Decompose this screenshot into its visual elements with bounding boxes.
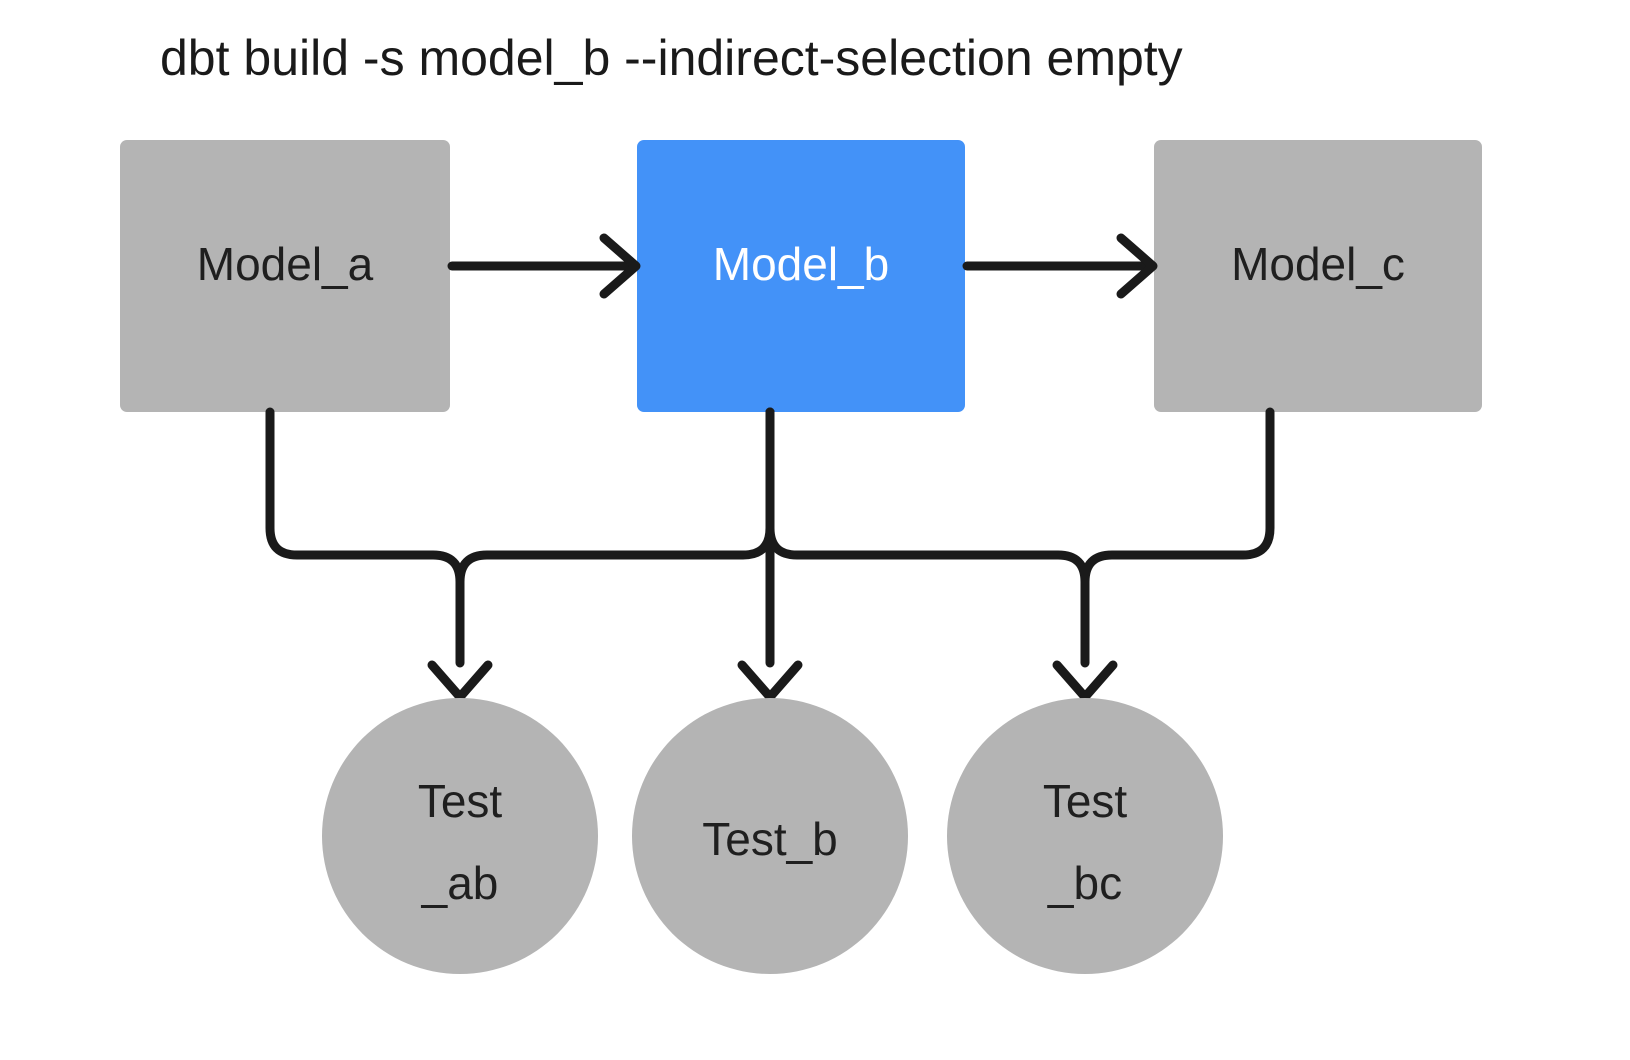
edge-line [1080,407,1275,645]
test-node-test_b[interactable]: Test_b [632,698,908,974]
test_bc-label-line1: Test [1043,775,1128,827]
test-node-test_ab[interactable]: Test _ab [322,698,598,974]
test_bc-label-line2: _bc [1047,857,1122,909]
test_b-label-line1: Test_b [702,813,838,865]
edge-model_b-to-test_ab [455,407,775,645]
diagram-title: dbt build -s model_b --indirect-selectio… [160,30,1183,86]
model-node-model_a[interactable]: Model_a [120,140,450,412]
model-node-model_b[interactable]: Model_b [637,140,965,412]
edge-model_b-to-model_c [962,233,1158,299]
edge-model_b-to-test_bc [765,407,1118,702]
test-node-test_bc[interactable]: Test _bc [947,698,1223,974]
arrowhead-icon [1116,233,1158,299]
edge-model_a-to-test_ab [265,407,493,702]
model_a-box[interactable] [120,140,450,412]
model_b-label: Model_b [713,238,889,290]
model_b-box[interactable] [637,140,965,412]
arrowhead-icon [1052,660,1118,702]
arrowhead-icon [427,660,493,702]
test_ab-circle[interactable] [322,698,598,974]
model_a-label: Model_a [197,238,374,290]
edge-model_a-to-model_b [447,233,641,299]
edge-line [455,407,775,645]
model_c-label: Model_c [1231,238,1405,290]
model-node-model_c[interactable]: Model_c [1154,140,1482,412]
edge-line [765,407,1090,668]
test_b-circle[interactable] [632,698,908,974]
edge-line [265,407,465,668]
edge-model_c-to-test_bc [1080,407,1275,645]
arrowhead-icon [599,233,641,299]
test_ab-label-line2: _ab [421,857,499,909]
model_c-box[interactable] [1154,140,1482,412]
test_bc-circle[interactable] [947,698,1223,974]
test_ab-label-line1: Test [418,775,503,827]
arrowhead-icon [737,660,803,702]
